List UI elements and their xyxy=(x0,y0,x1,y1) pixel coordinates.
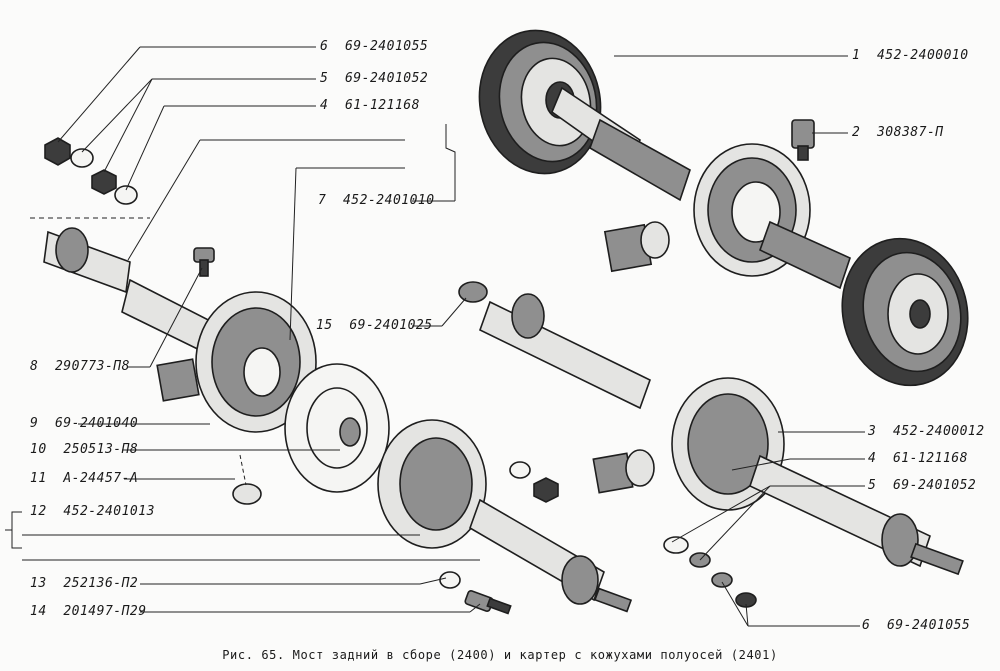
callout-9: 9 69-2401040 xyxy=(30,416,139,431)
assembled-axle xyxy=(478,29,969,387)
callout-5-left: 5 69-2401052 xyxy=(320,71,429,86)
callout-3: 3 452-2400012 xyxy=(868,424,985,439)
callout-10: 10 250513-П8 xyxy=(30,442,139,457)
callout-15: 15 69-2401025 xyxy=(316,318,433,333)
callout-13: 13 252136-П2 xyxy=(30,576,139,591)
callout-6-right: 6 69-2401055 xyxy=(862,618,971,633)
callout-12: 12 452-2401013 xyxy=(30,504,155,519)
callout-4-left: 4 61-121168 xyxy=(320,98,420,113)
callout-11: 11 А-24457-А xyxy=(30,471,139,486)
exploded-housing xyxy=(43,137,633,615)
callout-8: 8 290773-П8 xyxy=(30,359,130,374)
callout-4-right: 4 61-121168 xyxy=(868,451,968,466)
callout-1: 1 452-2400010 xyxy=(852,48,969,63)
callout-5-right: 5 69-2401052 xyxy=(868,478,977,493)
figure-caption: Рис. 65. Мост задний в сборе (2400) и ка… xyxy=(222,648,778,662)
callout-14: 14 201497-П29 xyxy=(30,604,147,619)
leader-lines xyxy=(5,46,865,627)
callout-2: 2 308387-П xyxy=(852,125,944,140)
callout-7: 7 452-2401010 xyxy=(318,193,435,208)
callout-6-left: 6 69-2401055 xyxy=(320,39,429,54)
axle-housing-assembly xyxy=(479,293,964,608)
